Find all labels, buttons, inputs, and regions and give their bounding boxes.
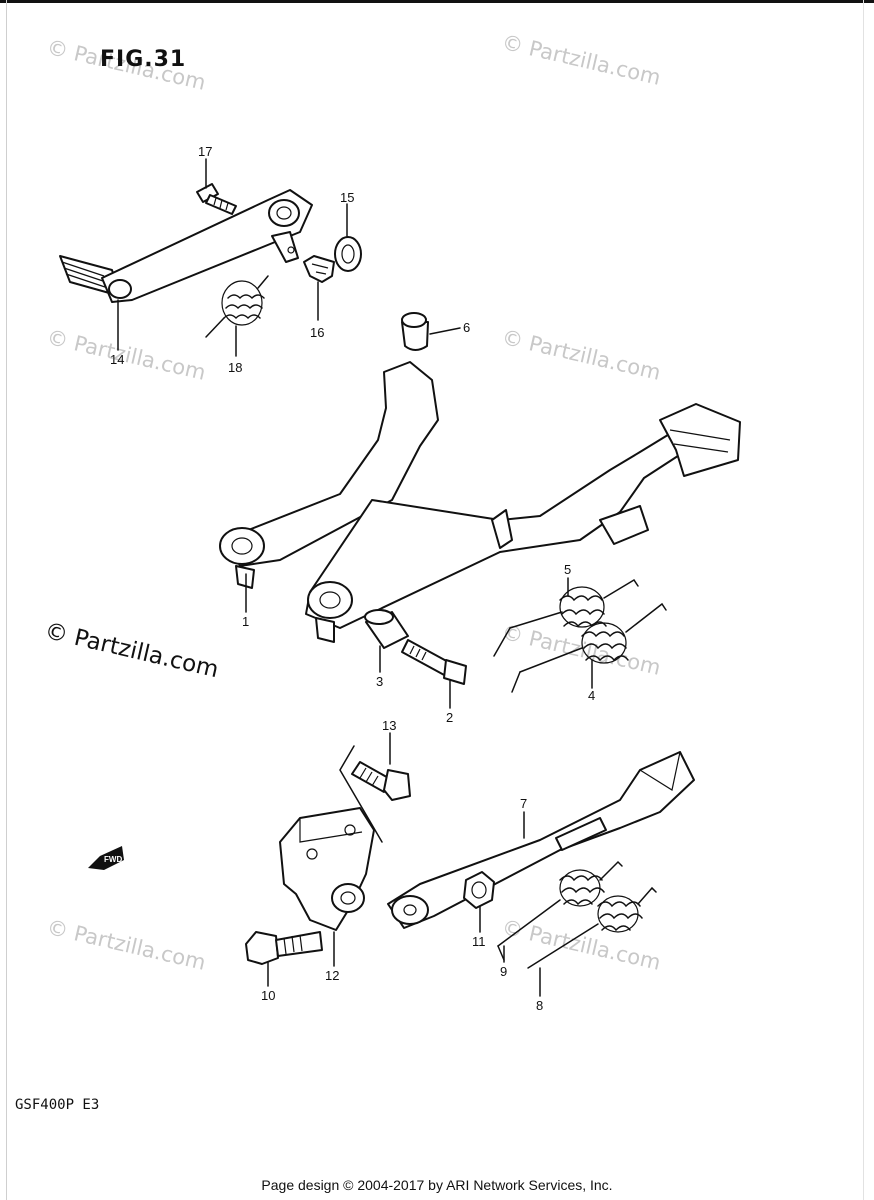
callout-17: 17 [198, 144, 212, 159]
callout-numbers: 17 15 16 18 14 6 1 3 2 5 4 13 7 11 9 8 1… [110, 144, 595, 1013]
figure-title: FIG.31 [100, 47, 187, 72]
part-15-washer [334, 236, 362, 272]
part-14-brake-pedal [59, 189, 313, 303]
callout-7: 7 [520, 796, 527, 811]
callout-8: 8 [536, 998, 543, 1013]
callout-1: 1 [242, 614, 249, 629]
callout-15: 15 [340, 190, 354, 205]
callout-4: 4 [588, 688, 595, 703]
part-12-bracket [279, 807, 375, 931]
callout-11: 11 [472, 934, 486, 949]
part-9-spring [497, 860, 623, 961]
part-3-spacer [364, 609, 409, 649]
part-7-side-stand [387, 751, 695, 929]
part-1-center-stand [219, 361, 741, 643]
part-2-pivot-bolt [401, 639, 467, 685]
left-border [6, 0, 7, 1200]
callout-18: 18 [228, 360, 242, 375]
part-10-bolt [245, 931, 323, 965]
model-code: GSF400P E3 [15, 1097, 100, 1113]
part-8-spring [527, 886, 657, 969]
callout-6: 6 [463, 320, 470, 335]
right-border [863, 0, 864, 1200]
callout-9: 9 [500, 964, 507, 979]
fwd-label: FWD [104, 855, 122, 864]
callout-5: 5 [564, 562, 571, 577]
callout-13: 13 [382, 718, 396, 733]
part-4-spring [511, 602, 667, 693]
callout-16: 16 [310, 325, 324, 340]
part-18-spring [205, 275, 269, 338]
callout-14: 14 [110, 352, 124, 367]
part-17-bolt [196, 183, 237, 215]
callout-10: 10 [261, 988, 275, 1003]
fwd-arrow: FWD [88, 846, 124, 870]
part-11-nut [463, 871, 495, 909]
callout-2: 2 [446, 710, 453, 725]
callout-12: 12 [325, 968, 339, 983]
callout-3: 3 [376, 674, 383, 689]
leader-lines [117, 158, 593, 997]
part-5-spring [493, 578, 639, 657]
part-16-clip [303, 255, 335, 283]
part-6-cap [401, 312, 429, 351]
part-13-bolt [339, 745, 411, 843]
footer-copyright: Page design © 2004-2017 by ARI Network S… [261, 1177, 613, 1193]
top-border [0, 0, 874, 3]
